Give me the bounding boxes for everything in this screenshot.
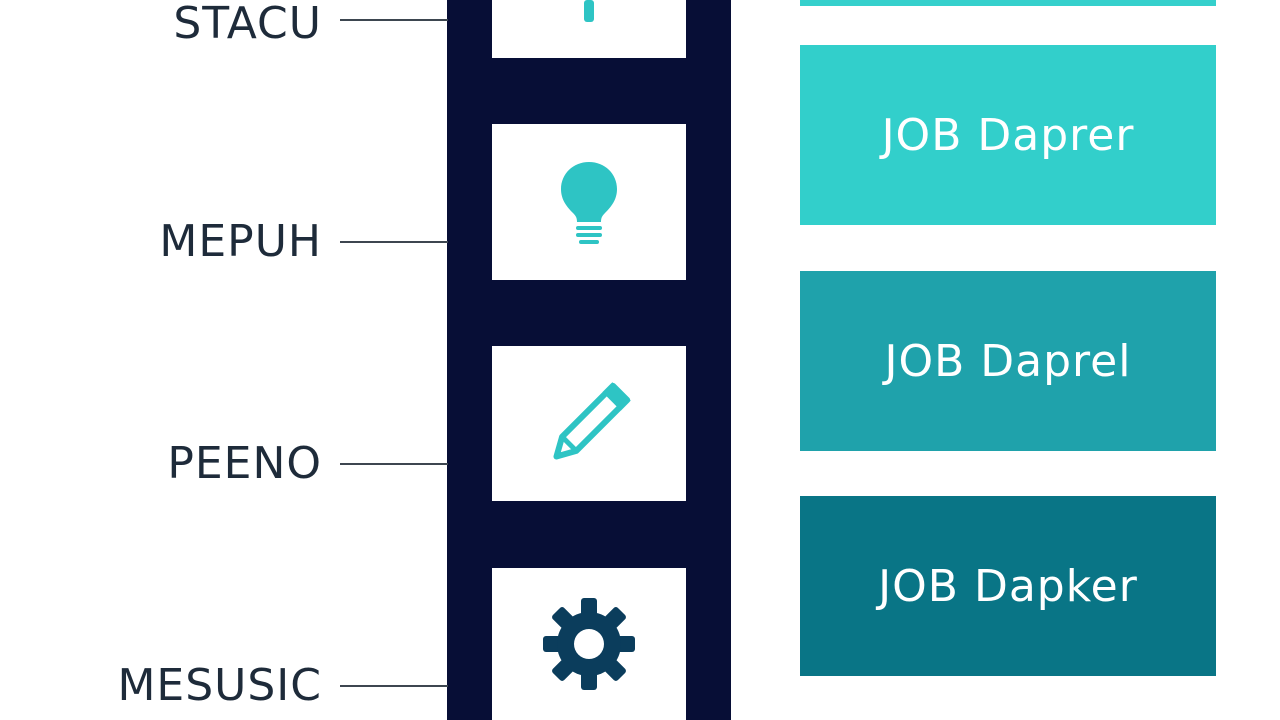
job-card-4: JOB Dapker: [800, 496, 1216, 676]
pencil-icon: [553, 381, 631, 460]
icon-box-4: [492, 568, 686, 720]
job-card-3: JOB Daprel: [800, 271, 1216, 451]
connector-line-4: [340, 685, 448, 687]
icon-box-3: [492, 346, 686, 501]
connector-line-3: [340, 463, 448, 465]
lightbulb-icon: [561, 162, 617, 244]
exclamation-icon: [584, 0, 594, 22]
job-card-1: [800, 0, 1216, 6]
stage-label-3: PEENO: [167, 438, 322, 489]
connector-line-2: [340, 241, 448, 243]
job-card-label: JOB Daprel: [884, 335, 1132, 387]
job-card-label: JOB Dapker: [878, 560, 1138, 612]
stage-label-2: MEPUH: [159, 216, 322, 267]
icon-box-2: [492, 124, 686, 280]
job-card-label: JOB Daprer: [881, 109, 1135, 161]
connector-line-1: [340, 19, 448, 21]
icon-box-1: [492, 0, 686, 58]
stage-label-1: STACU: [173, 0, 322, 49]
job-card-2: JOB Daprer: [800, 45, 1216, 225]
stage-label-4: MESUSIC: [117, 660, 322, 711]
gear-icon: [543, 598, 635, 690]
